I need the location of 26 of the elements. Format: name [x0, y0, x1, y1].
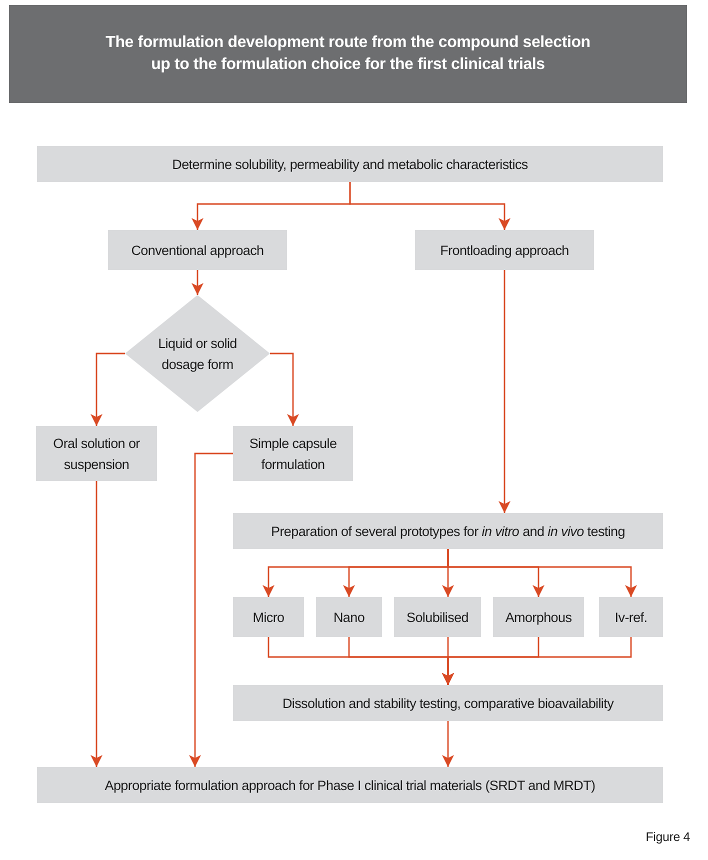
figure-label: Figure 4 [646, 830, 690, 844]
arrow [442, 721, 454, 767]
arrow [270, 352, 299, 426]
process-box: Determine solubility, permeability and metabolic characteristics [37, 146, 663, 182]
arrow [90, 481, 102, 767]
arrow [349, 182, 510, 230]
process-box: Dissolution and stability testing, comparative bioavailability [233, 685, 663, 721]
process-box: Preparation of several prototypes for in vitro and in vivo testing [233, 513, 663, 549]
process-box: Oral solution or suspension [36, 426, 157, 481]
process-box: Micro [233, 597, 304, 637]
process-box: Simple capsule formulation [233, 426, 353, 481]
process-box: Conventional approach [108, 230, 287, 270]
arrow [498, 270, 510, 513]
arrow [447, 549, 637, 597]
title: The formulation development route from the compound selection up to the formulation choice for the first clinical trials [104, 33, 592, 75]
arrow [442, 637, 632, 685]
process-box: Iv-ref. [599, 597, 663, 637]
arrow [189, 452, 233, 767]
process-box: Solubilised [394, 597, 481, 637]
process-box: Appropriate formulation approach for Phase I clinical trial materials (SRDT and MRDT) [37, 767, 663, 803]
process-box: Amorphous [493, 597, 584, 637]
arrow [90, 352, 125, 426]
decision-diamond: Liquid or solid dosage form [125, 295, 270, 412]
arrow [192, 270, 204, 295]
process-box: Nano [316, 597, 382, 637]
process-box: Frontloading approach [415, 230, 594, 270]
